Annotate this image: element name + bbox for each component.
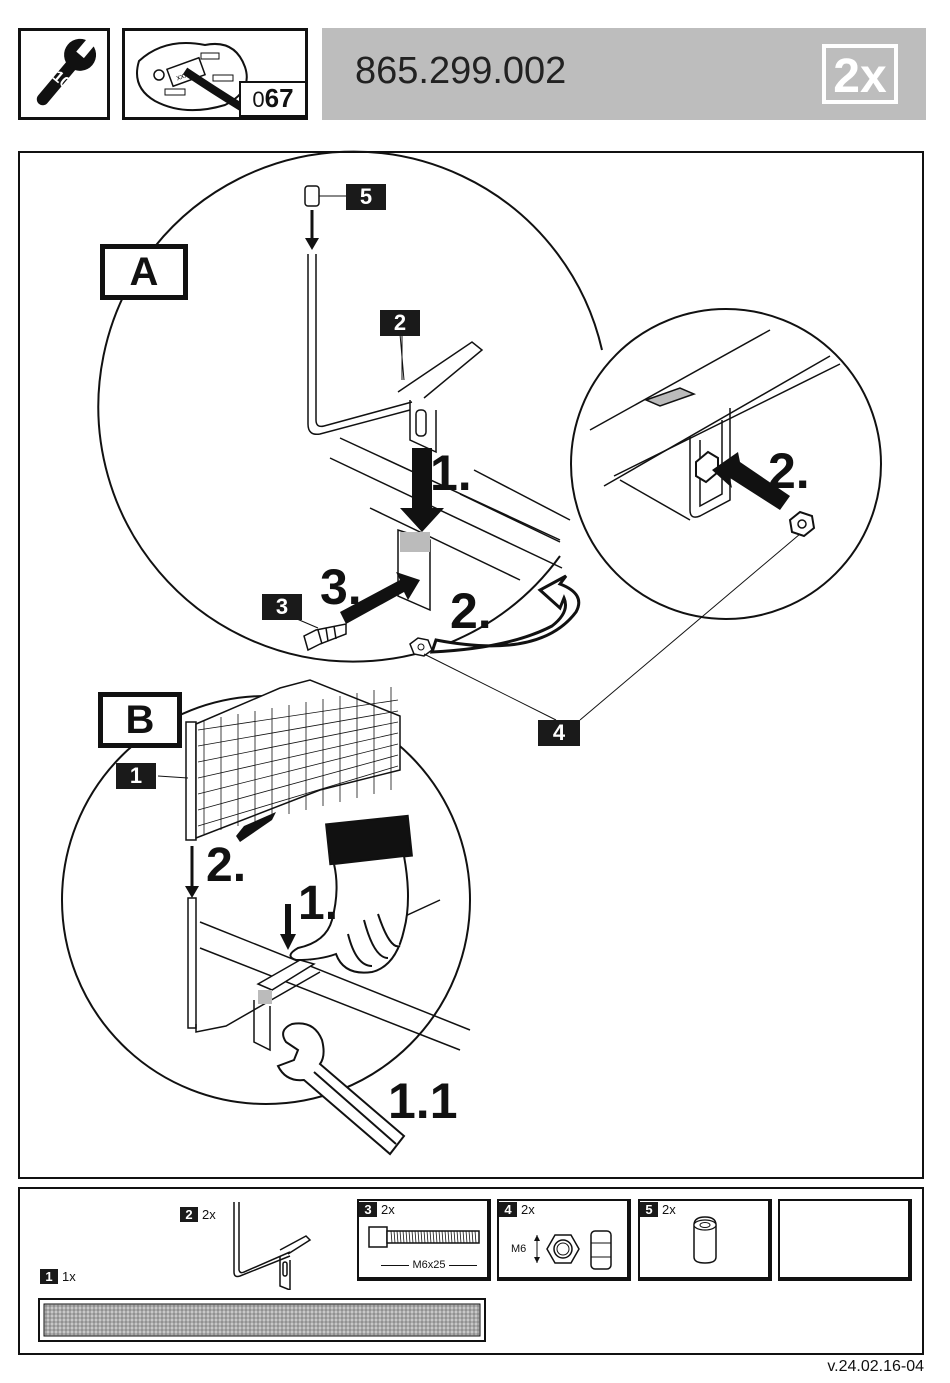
part-4-cell: 4 2x M6 — [497, 1199, 631, 1281]
part-3-size: M6x25 — [379, 1259, 479, 1271]
label-part-4: 4 — [538, 720, 580, 746]
step-detail-2: 2. — [768, 442, 810, 500]
bolt-size-text: M6x25 — [409, 1259, 448, 1271]
figure-b-letter: B — [98, 692, 182, 748]
part-2-qty: 2x — [202, 1207, 216, 1222]
part-4-size: M6 — [511, 1243, 526, 1255]
step-a-1: 1. — [430, 444, 472, 502]
label-part-2: 2 — [380, 310, 420, 336]
part-5-number: 5 — [640, 1202, 658, 1217]
part-5-qty: 2x — [662, 1202, 676, 1217]
part-3-number: 3 — [359, 1202, 377, 1217]
part-3-bolt-icon — [367, 1221, 485, 1251]
part-1-number: 1 — [40, 1269, 58, 1284]
label-part-1: 1 — [116, 763, 156, 789]
step-a-3: 3. — [320, 558, 362, 616]
part-2-label: 2 2x — [180, 1206, 216, 1224]
part-4-qty: 2x — [521, 1202, 535, 1217]
step-b-1-1: 1.1 — [388, 1072, 458, 1130]
arrow-step-1-b — [280, 904, 296, 950]
part-4-number: 4 — [499, 1202, 517, 1217]
part-5-cell: 5 2x — [638, 1199, 772, 1281]
version-text: v.24.02.16-04 — [827, 1358, 924, 1376]
label-part-5: 5 — [346, 184, 386, 210]
part-4-nut-icon — [533, 1225, 623, 1275]
part-1-net-icon — [38, 1298, 488, 1344]
nut-4-drawing-a — [410, 638, 432, 656]
part-1-label: 1 1x — [40, 1268, 76, 1286]
part-2-number: 2 — [180, 1207, 198, 1222]
step-b-2: 2. — [206, 838, 246, 893]
bolt-3-drawing — [290, 616, 346, 650]
part-5-pin-icon — [690, 1215, 720, 1265]
part-3-cell: 3 2x M6x25 — [357, 1199, 491, 1281]
part-2-bracket-icon — [230, 1200, 320, 1290]
empty-part-cell — [778, 1199, 912, 1281]
pin-5-drawing — [305, 186, 346, 250]
label-part-3: 3 — [262, 594, 302, 620]
step-b-1: 1. — [298, 876, 338, 931]
bracket-drawing — [308, 254, 482, 452]
wrench-drawing — [278, 1023, 404, 1154]
part-3-qty: 2x — [381, 1202, 395, 1217]
net-drawing — [186, 680, 400, 840]
figure-a-letter: A — [100, 244, 188, 300]
step-a-2: 2. — [450, 582, 492, 640]
part-1-qty: 1x — [62, 1269, 76, 1284]
